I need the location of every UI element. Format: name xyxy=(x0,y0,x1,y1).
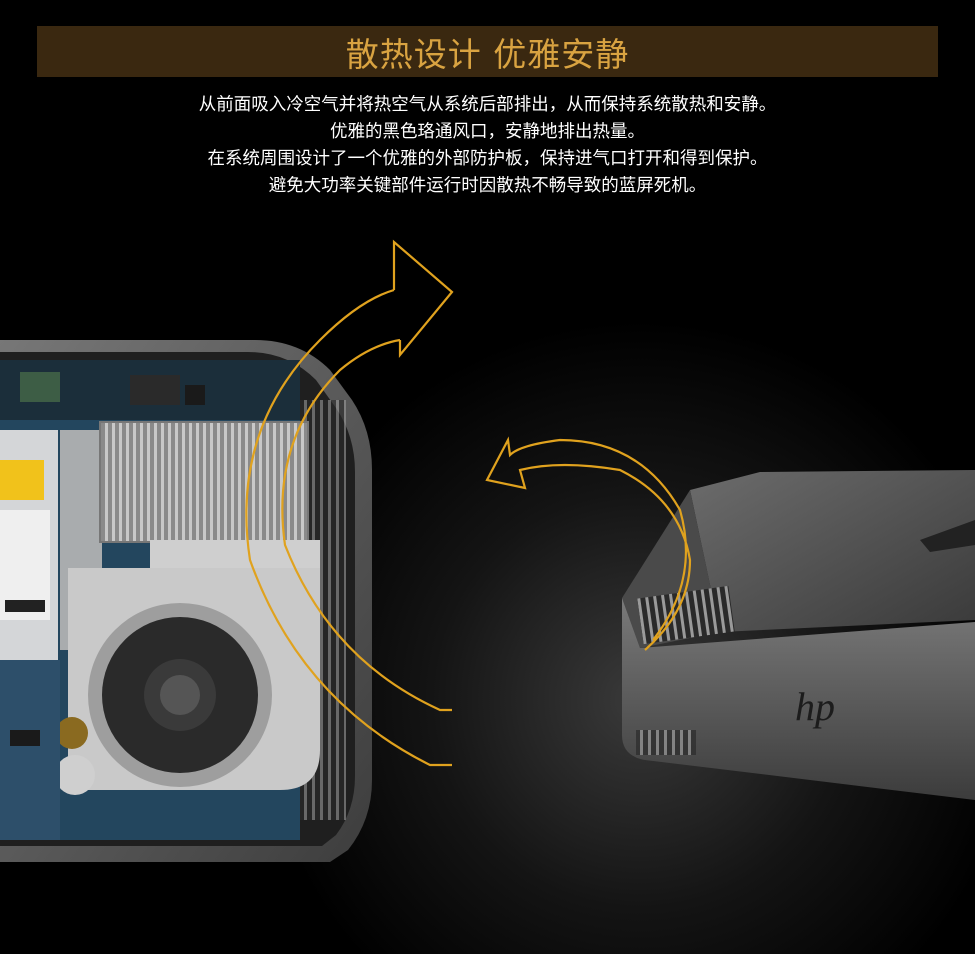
description-line-4: 避免大功率关键部件运行时因散热不畅导致的蓝屏死机。 xyxy=(268,176,707,196)
workstation-interior xyxy=(0,340,372,862)
hp-logo-chip xyxy=(56,717,88,749)
feature-description: 从前面吸入冷空气并将热空气从系统后部排出，从而保持系统散热和安静。 优雅的黑色珞… xyxy=(0,92,975,200)
title-banner: 散热设计 优雅安静 xyxy=(37,26,938,77)
hp-logo: hp xyxy=(795,684,835,729)
heatsink xyxy=(100,422,308,542)
intake-arrow xyxy=(485,436,692,651)
exhaust-arrow-head xyxy=(392,239,454,359)
description-line-2: 优雅的黑色珞通风口，安静地排出热量。 xyxy=(330,122,645,142)
page-title: 散热设计 优雅安静 xyxy=(345,34,630,74)
workstation-exterior: hp xyxy=(622,470,975,800)
cmos-battery xyxy=(55,755,95,795)
exhaust-arrow-inner xyxy=(281,338,452,712)
airflow-arrows xyxy=(245,239,692,767)
description-line-3: 在系统周围设计了一个优雅的外部防护板，保持进气口打开和得到保护。 xyxy=(207,149,768,169)
drive-label xyxy=(0,460,44,500)
exhaust-arrow-outer xyxy=(245,288,452,767)
description-line-1: 从前面吸入冷空气并将热空气从系统后部排出，从而保持系统散热和安静。 xyxy=(198,95,777,115)
